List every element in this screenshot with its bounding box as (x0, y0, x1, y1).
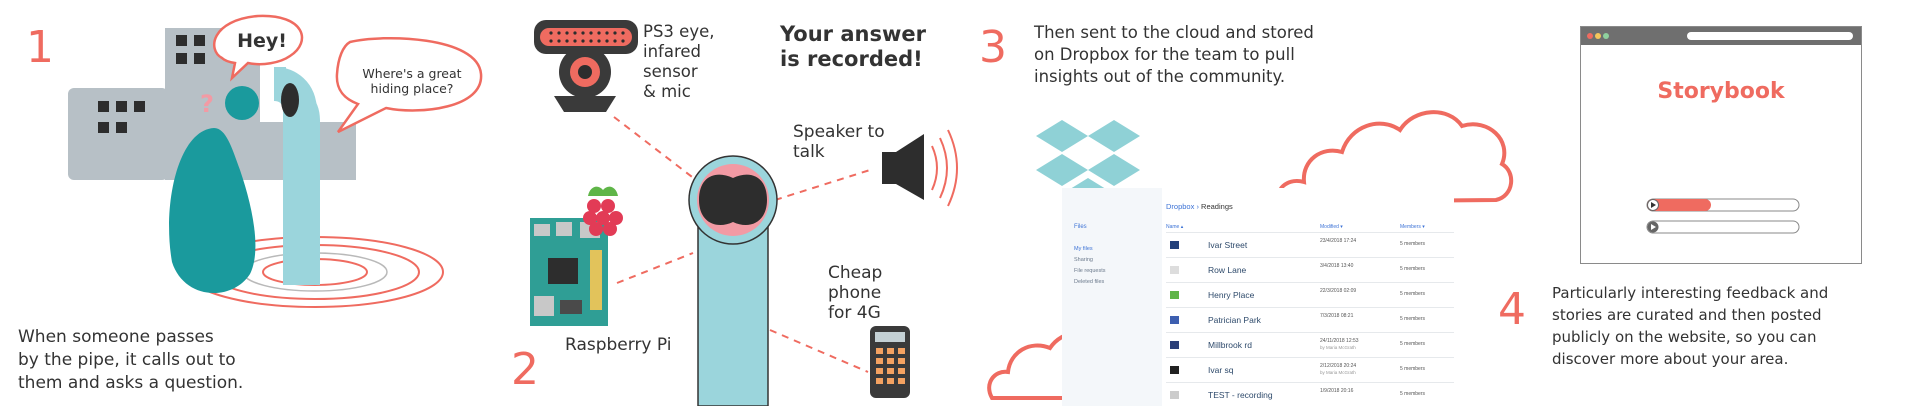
step-1-caption: When someone passes by the pipe, it call… (18, 327, 244, 393)
person-figure: ? (169, 86, 259, 294)
table-row[interactable]: Patrician Park 7/3/2018 08:21 5 members (1166, 307, 1454, 333)
question-bubble-shape (335, 36, 483, 134)
row-modified: 2/12/2018 20:24 (1320, 363, 1357, 369)
maximize-dot-icon (1603, 33, 1609, 39)
row-members: 5 members (1400, 391, 1426, 397)
hey-bubble-shape (213, 14, 304, 82)
pipe-illustration (272, 67, 320, 285)
audio-player-2[interactable] (1646, 220, 1800, 234)
audio-player-1[interactable] (1646, 198, 1800, 212)
raspberry-pi-board (530, 218, 608, 326)
breadcrumb-separator: › (1196, 202, 1199, 211)
minimize-dot-icon (1595, 33, 1601, 39)
step-number-1: 1 (26, 22, 54, 73)
row-modified: 3/4/2018 13:40 (1320, 263, 1354, 269)
row-members: 5 members (1400, 266, 1426, 272)
column-header-name[interactable]: Name ▴ (1166, 224, 1184, 230)
step-3-caption: Then sent to the cloud and stored on Dro… (1034, 23, 1314, 86)
sidebar-item-my-files[interactable]: My files (1074, 246, 1093, 252)
step-number-4: 4 (1498, 284, 1526, 335)
storybook-title: Storybook (1657, 79, 1785, 104)
question-bubble-text: Where's a great hiding place? (362, 66, 462, 96)
cloud-large (1275, 110, 1513, 205)
row-members: 5 members (1400, 241, 1426, 247)
folder-icon (1170, 366, 1179, 374)
folder-icon (1170, 241, 1179, 249)
row-members: 5 members (1400, 366, 1426, 372)
row-name[interactable]: Ivar sq (1208, 365, 1234, 375)
row-modified: 24/11/2018 12:53 (1320, 338, 1359, 344)
row-name[interactable]: Henry Place (1208, 290, 1255, 300)
breadcrumb-root[interactable]: Dropbox (1166, 202, 1195, 211)
row-name[interactable]: Ivar Street (1208, 240, 1248, 250)
dropbox-breadcrumb: Dropbox › Readings (1166, 202, 1233, 211)
audio-players (1646, 198, 1800, 234)
row-name[interactable]: Millbrook rd (1208, 340, 1252, 350)
close-dot-icon (1587, 33, 1593, 39)
row-members: 5 members (1400, 341, 1426, 347)
step-number-2: 2 (511, 344, 539, 395)
row-modified: 7/3/2018 08:21 (1320, 313, 1354, 319)
step-4-caption: Particularly interesting feedback and st… (1552, 284, 1829, 368)
column-header-members[interactable]: Members ▾ (1400, 224, 1425, 230)
svg-text:?: ? (200, 90, 214, 118)
row-name[interactable]: Row Lane (1208, 265, 1247, 275)
pipe-head-illustration (688, 155, 778, 406)
table-row[interactable]: Row Lane 3/4/2018 13:40 5 members (1166, 257, 1454, 283)
table-row[interactable]: Ivar Street 23/4/2018 17:24 5 members (1166, 232, 1454, 258)
dropbox-file-browser: Files My files Sharing File requests Del… (1062, 188, 1454, 406)
folder-icon (1170, 266, 1179, 274)
phone-label: Cheap phone for 4G (828, 263, 883, 323)
row-modified-by: by Maria McGrath (1320, 370, 1356, 375)
dropbox-logo (1036, 120, 1140, 210)
address-bar[interactable] (1687, 32, 1853, 40)
table-row[interactable]: Henry Place 22/3/2018 02:09 5 members (1166, 282, 1454, 308)
raspberry-pi-label: Raspberry Pi (565, 335, 672, 355)
connector-lines (613, 116, 871, 373)
dropbox-sidebar: Files My files Sharing File requests Del… (1062, 188, 1162, 406)
table-row[interactable]: TEST - recording 1/9/2018 20:16 5 members (1166, 382, 1454, 408)
breadcrumb-current: Readings (1201, 202, 1233, 211)
step-number-3: 3 (979, 22, 1007, 73)
folder-icon (1170, 316, 1179, 324)
speaker-icon (882, 129, 958, 207)
play-icon (1651, 202, 1656, 208)
hey-bubble-text: Hey! (237, 30, 287, 52)
column-header-modified[interactable]: Modified ▾ (1320, 224, 1343, 230)
row-name[interactable]: Patrician Park (1208, 315, 1261, 325)
phone-illustration (870, 326, 910, 398)
sidebar-item-file-requests[interactable]: File requests (1074, 268, 1106, 274)
folder-icon (1170, 291, 1179, 299)
row-modified-by: by Maria McGrath (1320, 345, 1356, 350)
folder-icon (1170, 341, 1179, 349)
sidebar-item-deleted-files[interactable]: Deleted files (1074, 279, 1105, 285)
row-members: 5 members (1400, 291, 1426, 297)
sidebar-item-sharing[interactable]: Sharing (1074, 257, 1093, 263)
play-icon (1651, 224, 1656, 230)
speaker-label: Speaker to talk (793, 122, 885, 162)
ps3-camera-illustration (534, 20, 638, 112)
row-modified: 22/3/2018 02:09 (1320, 288, 1357, 294)
folder-icon (1170, 391, 1179, 399)
row-modified: 1/9/2018 20:16 (1320, 388, 1354, 394)
raspberry-logo (583, 186, 623, 236)
sidebar-item-files[interactable]: Files (1074, 224, 1087, 230)
ps3-eye-label: PS3 eye, infared sensor & mic (643, 22, 715, 101)
row-modified: 23/4/2018 17:24 (1320, 238, 1357, 244)
row-members: 5 members (1400, 316, 1426, 322)
storybook-website-mockup: Storybook (1580, 26, 1862, 264)
answer-recorded-heading: Your answer is recorded! (780, 22, 926, 71)
row-name[interactable]: TEST - recording (1208, 390, 1273, 400)
